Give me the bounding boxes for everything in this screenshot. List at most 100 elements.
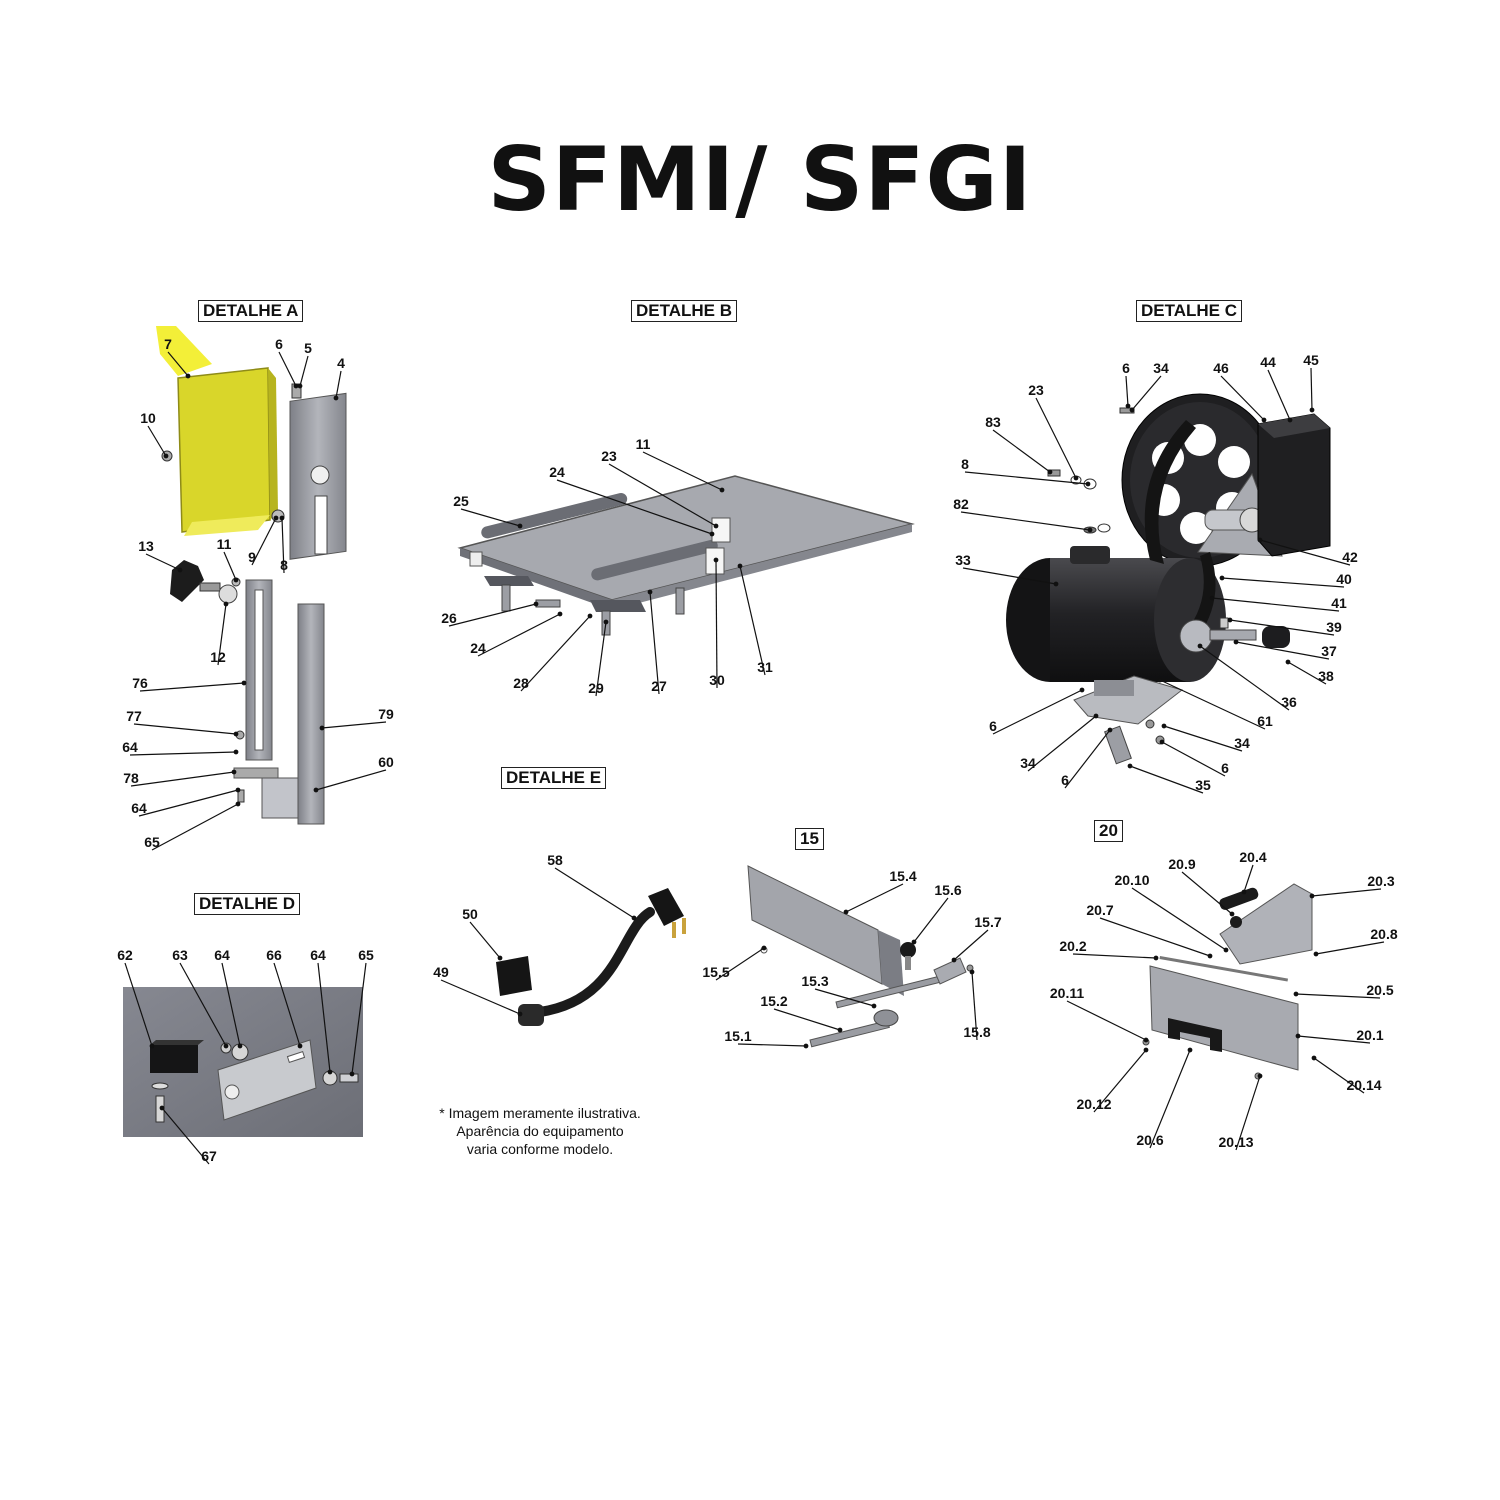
leader-line (1235, 1075, 1261, 1151)
leader-arrowhead (233, 731, 239, 737)
leader-line (715, 559, 718, 689)
leader-line (1181, 871, 1233, 915)
leader-line (477, 613, 561, 657)
detail-c-label: DETALHE C (1136, 300, 1243, 322)
leader-line (520, 615, 591, 692)
leader-arrowhead (273, 515, 279, 521)
part-callout: 20.7 (1086, 902, 1114, 918)
part-callout: 38 (1318, 668, 1334, 684)
part-callout: 35 (1195, 777, 1211, 793)
leader-line (217, 603, 227, 666)
part-callout: 44 (1260, 354, 1276, 370)
part-callout: 11 (635, 436, 651, 452)
part-callout: 50 (462, 906, 478, 922)
leader-line (1211, 597, 1340, 612)
leader-arrowhead (713, 523, 719, 529)
part-callout: 15.5 (702, 964, 730, 980)
part-callout: 13 (138, 538, 154, 554)
leader-arrowhead (1227, 617, 1233, 623)
leader-line (1295, 993, 1381, 999)
part-callout: 46 (1213, 360, 1229, 376)
leader-arrowhead (803, 1043, 809, 1049)
part-callout: 10 (140, 410, 156, 426)
leader-line (1027, 715, 1097, 772)
leader-arrowhead (911, 939, 917, 945)
section-15-parts (747, 865, 974, 1048)
leader-arrowhead (1073, 475, 1079, 481)
part-callout: 62 (117, 947, 133, 963)
leader-arrowhead (159, 1105, 165, 1111)
leader-arrowhead (223, 601, 229, 607)
leader-line (556, 479, 713, 535)
detail-d-parts (123, 987, 363, 1137)
part-callout: 61 (1257, 713, 1273, 729)
part-callout: 65 (358, 947, 374, 963)
leader-line (913, 897, 949, 943)
leader-arrowhead (1157, 677, 1163, 683)
leader-line (1066, 1000, 1147, 1041)
leader-line (1243, 864, 1254, 893)
leader-line (739, 565, 766, 676)
part-callout: 20.12 (1076, 1096, 1112, 1112)
leader-arrowhead (1223, 947, 1229, 953)
leader-arrowhead (241, 680, 247, 686)
part-callout: 76 (132, 675, 148, 691)
leader-line (1159, 679, 1266, 730)
leader-arrowhead (587, 613, 593, 619)
part-callout: 29 (588, 680, 604, 696)
leader-line (962, 567, 1057, 585)
part-callout: 20.8 (1370, 926, 1398, 942)
top-bracket (1219, 883, 1313, 965)
leader-line (179, 962, 227, 1047)
leader-line (649, 591, 660, 695)
leader-arrowhead (223, 1043, 229, 1049)
leader-line (1267, 369, 1291, 421)
leader-arrowhead (163, 453, 169, 459)
leader-arrowhead (557, 611, 563, 617)
part-callout: 20.14 (1346, 1077, 1382, 1093)
part-callout: 25 (453, 493, 469, 509)
part-callout: 5 (304, 340, 312, 356)
leader-arrowhead (1257, 537, 1263, 543)
part-callout: 82 (953, 496, 969, 512)
leader-line (281, 517, 285, 574)
leader-arrowhead (969, 969, 975, 975)
part-callout: 40 (1336, 571, 1352, 587)
part-callout: 34 (1020, 755, 1036, 771)
leader-arrowhead (837, 1027, 843, 1033)
detail-b-label: DETALHE B (631, 300, 738, 322)
leader-arrowhead (1143, 1037, 1149, 1043)
part-callout: 4 (337, 355, 345, 371)
leader-line (642, 451, 723, 491)
leader-line (1064, 729, 1111, 789)
part-callout: 60 (378, 754, 394, 770)
leader-arrowhead (293, 383, 299, 389)
part-callout: 36 (1281, 694, 1297, 710)
tray-plate (747, 865, 883, 985)
part-callout: 15.1 (724, 1028, 752, 1044)
leader-arrowhead (333, 395, 339, 401)
part-callout: 39 (1326, 619, 1342, 635)
leader-line (1229, 619, 1335, 636)
leader-arrowhead (843, 909, 849, 915)
part-callout: 41 (1331, 595, 1347, 611)
part-callout: 6 (1122, 360, 1130, 376)
part-callout: 33 (955, 552, 971, 568)
leader-line (1315, 941, 1385, 955)
leader-line (129, 751, 237, 756)
leader-arrowhead (1197, 643, 1203, 649)
leader-lines (124, 351, 1385, 1165)
leader-line (161, 1107, 210, 1165)
leader-arrowhead (1127, 763, 1133, 769)
part-callout: 12 (210, 649, 226, 665)
leader-line (221, 962, 241, 1047)
disclaimer-line-2: Aparência do equipamento (456, 1123, 624, 1139)
part-callout: 26 (441, 610, 457, 626)
leader-arrowhead (631, 915, 637, 921)
v-belt (1144, 420, 1216, 640)
leader-arrowhead (1153, 955, 1159, 961)
leader-line (460, 508, 521, 527)
leader-arrowhead (1313, 951, 1319, 957)
leader-arrowhead (1229, 911, 1235, 917)
